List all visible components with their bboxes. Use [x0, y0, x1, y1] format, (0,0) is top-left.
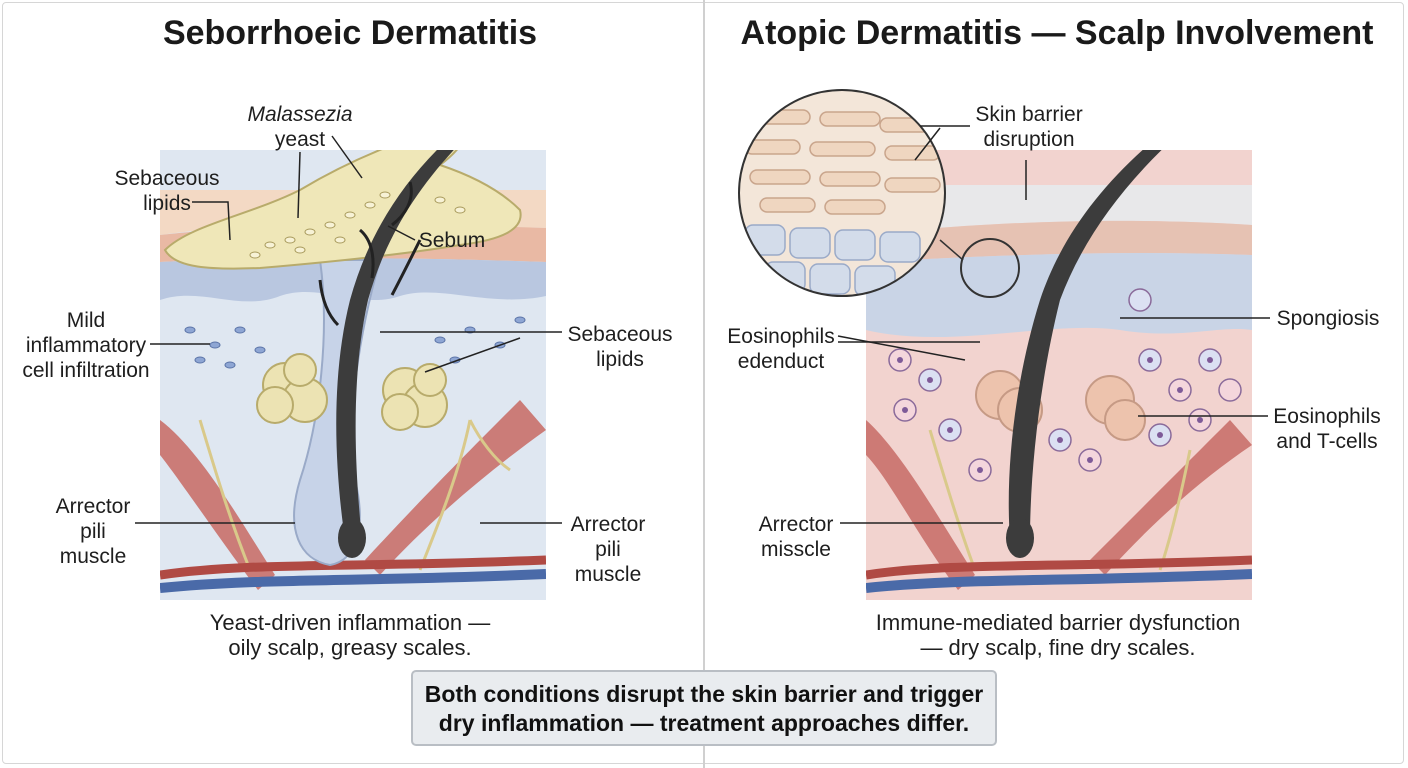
label-sebum: Sebum: [418, 229, 486, 252]
label-sebaceous-lipids-right: Sebaceous lipids: [567, 323, 673, 371]
label-arrector-pili-left: Arrector pili muscle: [55, 495, 131, 568]
panel-divider: [703, 0, 705, 768]
label-skin-barrier-disruption: Skin barrier disruption: [975, 103, 1083, 151]
atopic-skin-section: [866, 150, 1252, 600]
label-mild-inflammatory-infiltration: Mild inflammatory cell infiltration: [22, 309, 150, 382]
summary-line-1: Both conditions disrupt the skin barrier…: [424, 681, 984, 707]
left-caption: Yeast-driven inflammation — oily scalp, …: [209, 610, 491, 660]
label-spongiosis: Spongiosis: [1276, 307, 1380, 330]
right-caption: Immune-mediated barrier dysfunction — dr…: [875, 610, 1241, 660]
summary-line-2: dry inflammation — treatment approaches …: [438, 710, 970, 736]
label-arrector-misscle: Arrector misscle: [758, 513, 834, 561]
seborrhoeic-skin-section: [160, 150, 546, 600]
label-sebaceous-lipids-top: Sebaceous lipids: [114, 167, 220, 215]
right-panel-title: Atopic Dermatitis — Scalp Involvement: [740, 14, 1374, 52]
label-arrector-pili-right: Arrector pili muscle: [570, 513, 646, 586]
barrier-magnifier: [739, 90, 945, 296]
label-eosinophils-t-cells: Eosinophils and T-cells: [1273, 405, 1381, 453]
label-eosinophils-edenduct: Eosinophils edenduct: [727, 325, 835, 373]
left-panel-title: Seborrhoeic Dermatitis: [162, 14, 538, 52]
summary-box: Both conditions disrupt the skin barrier…: [411, 670, 997, 746]
label-malassezia-yeast: Malassezia yeast: [247, 103, 353, 151]
